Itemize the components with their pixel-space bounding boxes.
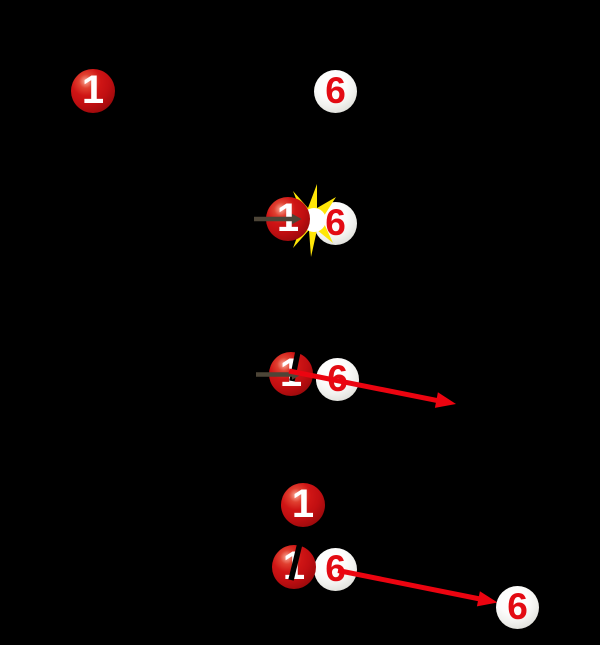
ball-6-contact-final: 6: [314, 548, 357, 591]
ball-6-number: 6: [325, 548, 346, 589]
ball-1-impact: 1: [266, 197, 310, 241]
ball-1-number: 1: [81, 68, 105, 112]
ball-1-number: 1: [291, 482, 315, 526]
ball-6-direction-arrow-icon: [288, 368, 456, 408]
ball-1-contact-final: 1: [272, 545, 316, 589]
ball-1-approach: 1: [71, 69, 115, 113]
ball-6-deflecting: 6: [316, 358, 359, 401]
ball-6-number: 6: [325, 202, 346, 243]
ball-6-number: 6: [325, 70, 346, 111]
ball-6-final: 6: [496, 586, 539, 629]
ball-6-impact: 6: [314, 202, 357, 245]
ball-1-number: 1: [279, 351, 303, 395]
ball-6-number: 6: [327, 358, 348, 399]
ball-1-number: 1: [282, 544, 306, 588]
ball-1-number: 1: [276, 196, 300, 240]
ball-6-approach: 6: [314, 70, 357, 113]
ball-1-final-free: 1: [281, 483, 325, 527]
ball-6-number: 6: [507, 586, 528, 627]
ball-1-deflecting: 1: [269, 352, 313, 396]
ball-6-travel-arrow-icon: [337, 568, 498, 607]
